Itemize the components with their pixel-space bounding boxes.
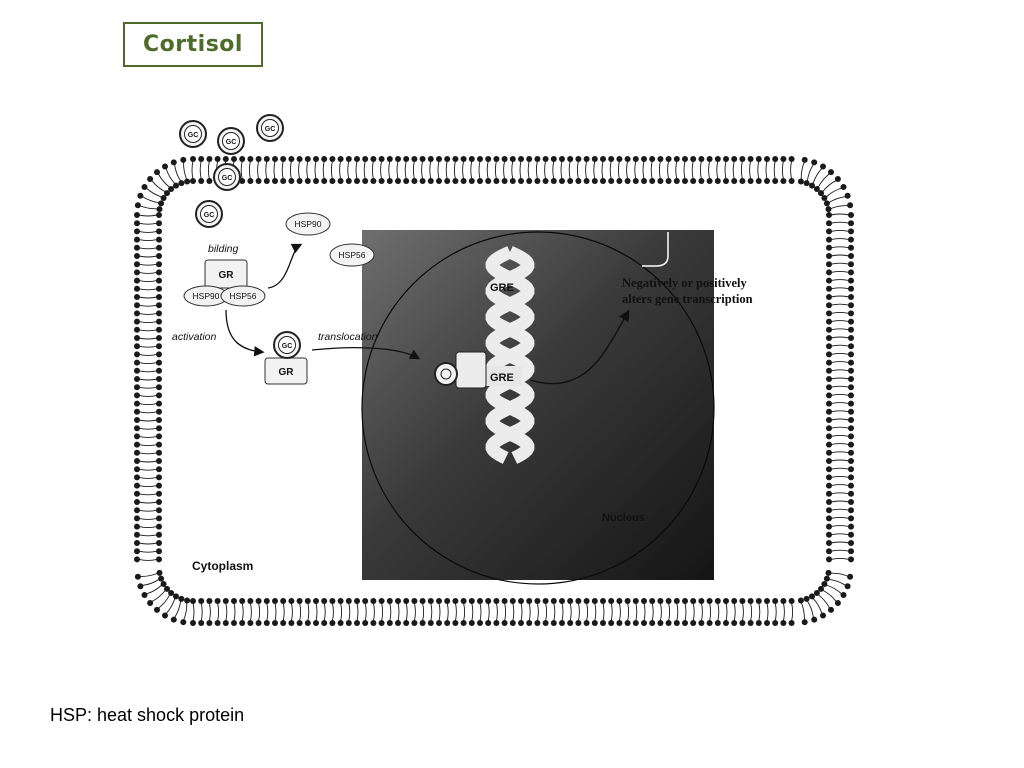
gr-label: GR [219, 270, 235, 281]
hsp90-free [285, 212, 331, 236]
hsp90-free-label: HSP90 [295, 219, 322, 229]
svg-text:GC: GC [282, 343, 293, 350]
transcription-text-line1: Negatively or positively [622, 276, 747, 290]
transcription-text-line2: alters gene transcription [622, 292, 753, 306]
gc-molecule: GC [217, 127, 245, 155]
gc-molecule: GC [179, 120, 207, 148]
cytoplasm-label: Cytoplasm [192, 559, 253, 573]
nucleus-background [362, 230, 714, 580]
svg-text:GC: GC [222, 175, 233, 182]
translocation-label: translocation [318, 331, 378, 343]
title-box: Cortisol [123, 22, 263, 67]
activation-label: activation [172, 331, 217, 343]
translocation-arrow [311, 347, 421, 360]
activated-gr-label: GR [279, 367, 295, 378]
transcription-arrow [529, 309, 630, 385]
hsp56-complex [220, 285, 266, 307]
footnote: HSP: heat shock protein [50, 705, 245, 725]
svg-text:GC: GC [204, 212, 215, 219]
gre-label-bottom: GRE [490, 372, 514, 384]
bound-gc-ring [434, 362, 458, 386]
bound-gc-inner [440, 368, 452, 380]
cell-membrane [134, 156, 854, 626]
activation-arrow [225, 309, 265, 357]
activated-gc-molecule: GC [273, 331, 301, 359]
page-title: Cortisol [143, 32, 243, 57]
nucleus-label: Nucleus [602, 512, 645, 524]
hsp56-free-label: HSP56 [339, 250, 366, 260]
release-arrow [267, 243, 303, 289]
gr-receptor-box [204, 259, 248, 289]
gc-molecule: GC [195, 200, 223, 228]
hsp56-free [329, 243, 375, 267]
hsp56-complex-label: HSP56 [230, 291, 257, 301]
svg-text:GC: GC [265, 126, 276, 133]
hsp90-complex-label: HSP90 [193, 291, 220, 301]
svg-text:GC: GC [188, 132, 199, 139]
nuclear-pore-line [642, 232, 669, 267]
gc-molecule: GC [213, 163, 241, 191]
binding-label: bilding [208, 243, 239, 255]
gc-molecule: GC [256, 114, 284, 142]
dna-helix [485, 246, 535, 464]
svg-text:GC: GC [226, 139, 237, 146]
gre-box [486, 366, 522, 386]
bound-receptor-block [455, 351, 487, 389]
gre-label-top: GRE [490, 282, 514, 294]
nuclear-envelope [361, 231, 715, 585]
